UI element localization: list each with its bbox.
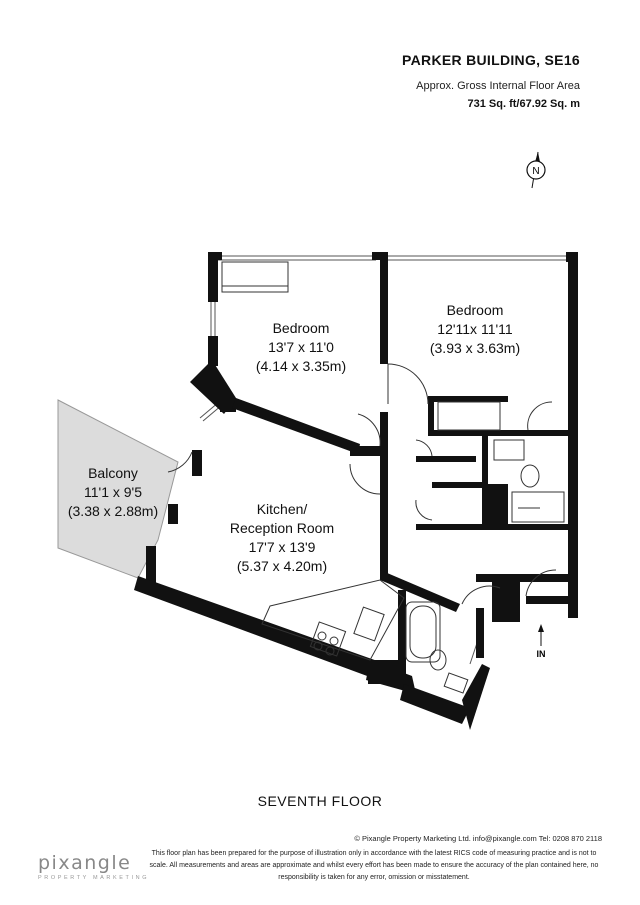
logo-tagline: PROPERTY MARKETING: [38, 875, 150, 881]
kitchen-counter: [261, 579, 405, 661]
room-name-bedroom-2: Bedroom: [447, 302, 504, 318]
property-title: PARKER BUILDING, SE16: [402, 52, 580, 68]
room-size-metric-kitchen: (5.37 x 4.20m): [237, 558, 327, 574]
room-size-imperial-bedroom-2: 12'11x 11'11: [437, 321, 513, 337]
logo-text: pixangle: [38, 852, 132, 874]
floor-label: SEVENTH FLOOR: [257, 793, 383, 809]
disclaimer: This floor plan has been prepared for th…: [149, 850, 599, 881]
copyright: © Pixangle Property Marketing Ltd. info@…: [354, 834, 602, 843]
room-name-balcony: Balcony: [88, 465, 138, 481]
walls: [134, 252, 578, 730]
room-name-kitchen-2: Reception Room: [230, 520, 334, 536]
room-size-imperial-bedroom-1: 13'7 x 11'0: [268, 339, 334, 355]
windows: [199, 255, 570, 665]
compass-icon: N: [526, 151, 546, 189]
room-size-imperial-kitchen: 17'7 x 13'9: [249, 539, 316, 555]
entrance-marker: IN: [537, 624, 546, 659]
room-size-imperial-balcony: 11'1 x 9'5: [84, 484, 142, 500]
door-swings: [167, 363, 557, 605]
floor-area: 731 Sq. ft/67.92 Sq. m: [467, 98, 581, 110]
area-caption: Approx. Gross Internal Floor Area: [416, 80, 580, 92]
room-size-metric-bedroom-1: (4.14 x 3.35m): [256, 358, 346, 374]
room-size-metric-balcony: (3.38 x 2.88m): [68, 503, 158, 519]
room-name-kitchen: Kitchen/: [257, 501, 308, 517]
wardrobes: [221, 261, 501, 431]
arrow-up-icon: [538, 624, 544, 632]
logo: pixangle PROPERTY MARKETING: [38, 852, 149, 881]
entrance-label: IN: [537, 649, 546, 659]
bathroom-fixtures: [405, 439, 565, 694]
room-size-metric-bedroom-2: (3.93 x 3.63m): [430, 340, 520, 356]
compass-label: N: [532, 166, 539, 177]
room-name-bedroom-1: Bedroom: [273, 320, 330, 336]
